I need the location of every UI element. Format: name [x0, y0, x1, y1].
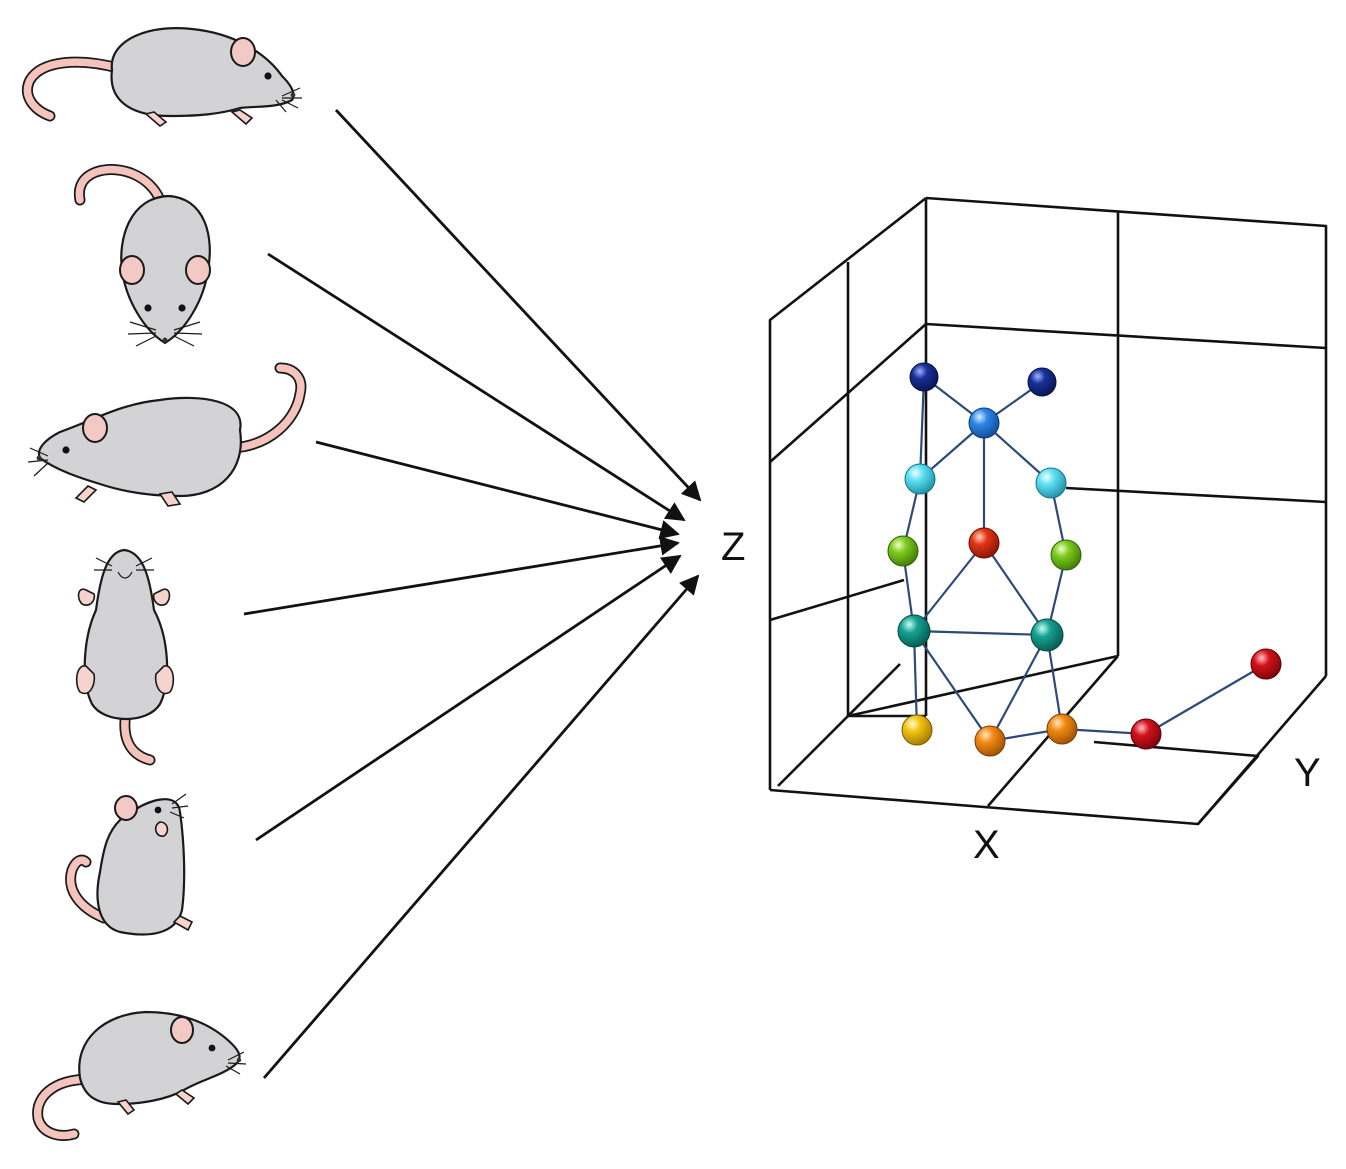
y-axis-label: Y [1294, 751, 1321, 795]
keypoint-shoulder-right [1035, 467, 1067, 499]
arrow-from-view-3 [315, 440, 680, 540]
keypoint-hip-right [1030, 618, 1064, 652]
keypoint-hip-left [897, 614, 931, 648]
z-axis-label: Z [721, 525, 745, 569]
arrow-from-view-4 [243, 536, 680, 616]
mouse-top-down-icon [73, 164, 211, 347]
bone [913, 629, 1048, 637]
bone [913, 542, 985, 632]
mouse-side-right-small-icon [32, 1010, 247, 1141]
mouse-bottom-up-icon [75, 548, 175, 766]
arrow-from-view-6 [262, 574, 700, 1079]
arrow-from-view-2 [267, 252, 686, 522]
bone [913, 630, 991, 742]
arrow-from-view-5 [255, 554, 682, 842]
keypoint-neck [968, 407, 1000, 439]
keypoint-spine [968, 527, 1000, 559]
keypoint-knee-mid [974, 725, 1006, 757]
bone [1145, 663, 1267, 735]
bone [918, 376, 926, 480]
x-axis-label: X [973, 823, 1000, 867]
keypoint-tail-mid [1130, 718, 1162, 750]
keypoint-elbow-right [1050, 539, 1082, 571]
keypoint-tail-base [1046, 713, 1078, 745]
keypoint-elbow-left [887, 535, 919, 567]
mouse-side-right-icon [22, 27, 302, 128]
bone [983, 542, 1048, 636]
arrow-from-view-1 [334, 109, 702, 502]
keypoint-head-left [909, 362, 939, 392]
keypoint-tail-tip [1250, 648, 1282, 680]
keypoint-head-right [1027, 367, 1057, 397]
bone [912, 630, 919, 731]
keypoint-shoulder-left [904, 463, 936, 495]
mouse-rearing-icon [65, 793, 194, 936]
skeleton-graph [887, 362, 1282, 757]
keypoint-knee-left [901, 714, 933, 746]
mouse-side-left-icon [27, 362, 307, 507]
bone [989, 634, 1048, 742]
